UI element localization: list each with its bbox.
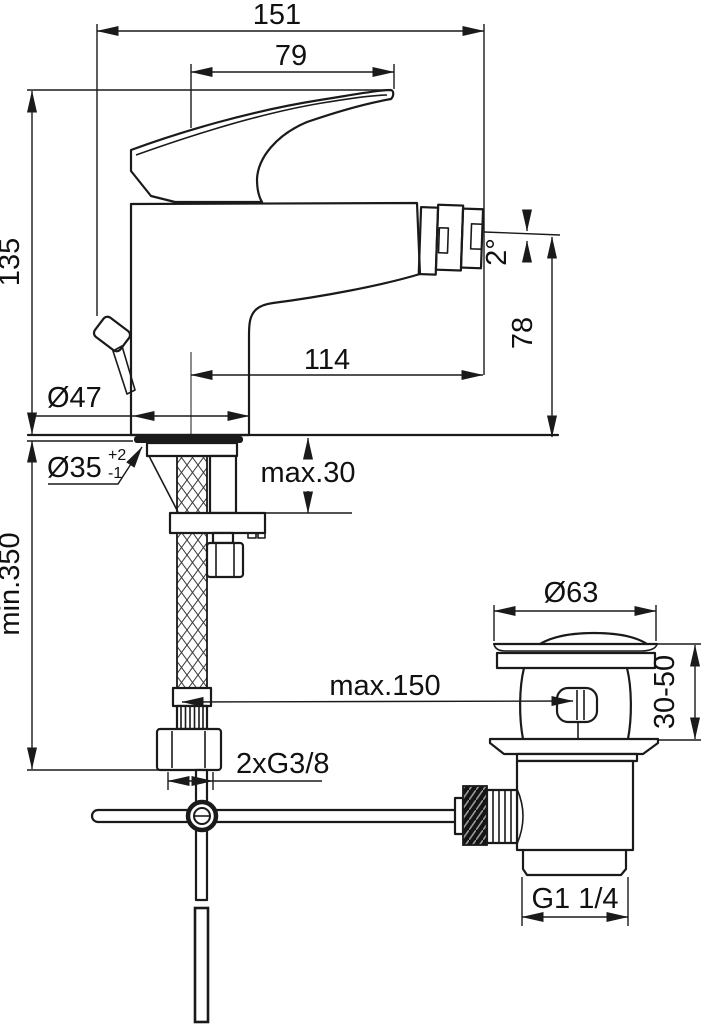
dim-hole-tol-plus: +2 [108,447,126,464]
flange-tab [247,532,257,539]
aerator-slot [437,226,450,254]
pop-up-waste [453,631,660,877]
pop-up-rod-upper [194,768,209,804]
dim-spout-angle: 2° [481,238,513,266]
aerator-housing [434,203,465,272]
mounting-shank [145,441,239,458]
lever-rod-horizontal [90,808,459,824]
rod-end-collar [453,796,465,836]
waste-rod-coupling [453,785,524,846]
pop-up-rod-middle [194,828,209,902]
supply-hose-braided [176,455,208,689]
hose-ribbed-section [175,704,209,731]
knurled-coupler [462,785,488,846]
pop-up-rod-lower [193,906,210,1024]
waste-flange [492,642,659,670]
dim-waste-thread: G1 1/4 [531,883,618,915]
stud-below-flange [211,531,235,545]
bidet-mixer [26,88,560,772]
pop-up-knob-stem [112,345,136,395]
dim-hole-diameter: Ø35 [47,452,102,484]
waste-tailpipe [521,848,628,877]
dim-deck-thickness: max.30 [260,457,355,489]
dim-rod-length: max.150 [329,670,440,702]
waste-plug-dome [538,631,649,646]
dim-total-width: 151 [253,0,301,31]
aerator-notch [469,223,484,251]
aerator-endcap [459,207,485,270]
waste-lower-flange [488,737,660,756]
dim-handle-width: 79 [275,40,307,72]
pop-up-knob [92,315,136,395]
mounting-nut [205,541,245,579]
threaded-stud [208,454,238,515]
base-seal-ring [134,436,243,443]
dim-waste-depth-range: 30-50 [649,655,681,729]
inlet-socket [516,788,524,845]
dim-body-height: 135 [0,238,26,286]
shank-edge [148,455,179,513]
hose-collar [171,686,213,708]
handle-lever-top-edge [135,94,388,156]
dim-waste-flange-diameter: Ø63 [544,577,599,609]
aerator [417,203,485,276]
dim-spout-projection: 114 [304,344,350,376]
flange-tab-2 [257,532,266,539]
rod-pivot-joint [185,799,219,833]
dim-hose-thread: 2xG3/8 [236,748,330,780]
pop-up-linkage [90,768,459,1024]
dim-base-diameter: Ø47 [47,382,102,414]
dim-hole-tol-minus: -1 [108,465,122,482]
mounting-flange [168,511,267,535]
handle-lever [129,88,395,204]
inlet-thread [485,788,519,845]
dimensions: 151 79 135 114 2° 78 Ø47 Ø35 +2 -1 [0,0,701,926]
dim-spout-height: 78 [507,317,539,349]
waste-body [515,759,635,852]
dim-hose-length: min.350 [0,532,26,635]
waste-neck [519,666,632,741]
faucet-body [129,201,422,437]
hose-nut-g38 [155,727,223,772]
